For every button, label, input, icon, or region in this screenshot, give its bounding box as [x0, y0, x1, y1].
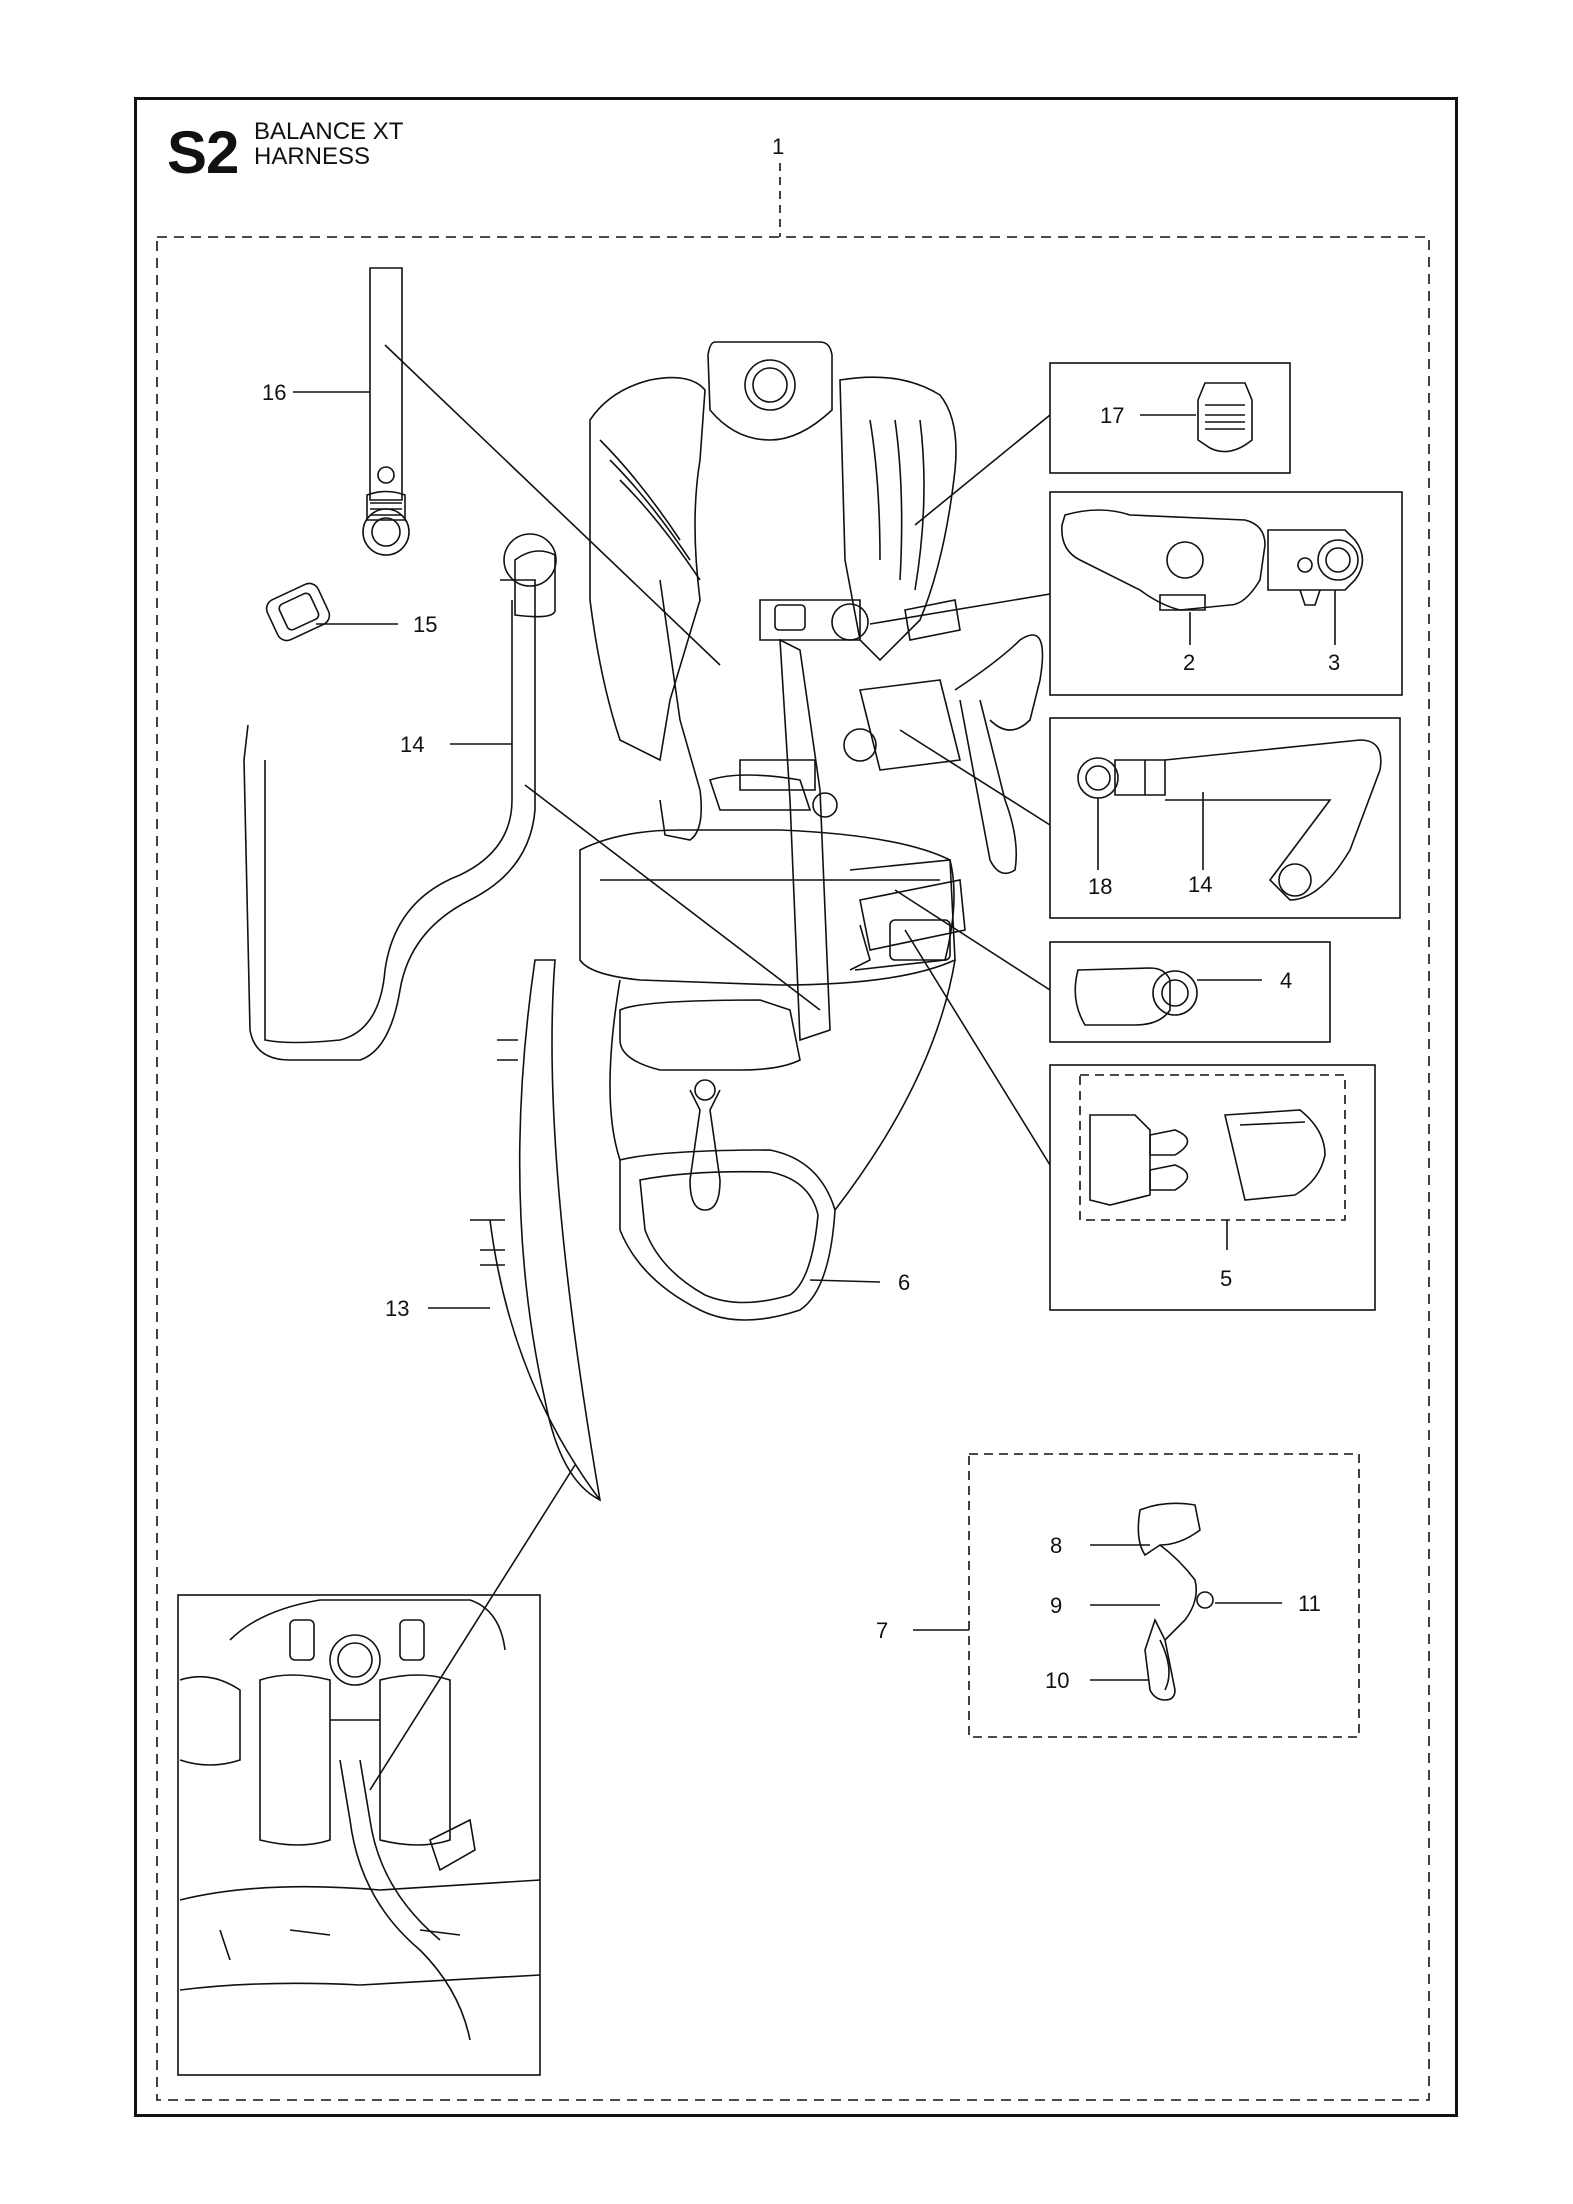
waist-belt	[849, 879, 966, 971]
assembly-boundary	[156, 236, 1430, 2101]
buckle-17	[1197, 382, 1253, 453]
callout-9: 9	[1050, 1593, 1063, 1618]
buckle-5-male	[1089, 1114, 1189, 1206]
callout-4: 4	[1280, 968, 1293, 993]
buckle-15	[265, 582, 331, 642]
callout-5: 5	[1220, 1266, 1233, 1291]
callout-6: 6	[898, 1270, 911, 1295]
drawing-frame	[134, 97, 1458, 2117]
hook-assembly	[1137, 1502, 1214, 1701]
title-line-2: HARNESS	[254, 143, 371, 170]
leader-17-diag	[914, 414, 1051, 526]
leader-14a-diag	[524, 784, 821, 1011]
leader-16-diag	[384, 344, 721, 666]
detail-box-18-14	[1049, 717, 1401, 919]
hip-strap-13	[470, 959, 602, 1502]
inner-dashed-5	[1079, 1074, 1346, 1221]
callout-14a: 14	[400, 732, 425, 757]
detail-box-2-3	[1049, 491, 1403, 696]
leader-6	[809, 1279, 881, 1283]
leader-2-3-diag	[869, 593, 1051, 625]
detail-box-17	[1049, 362, 1291, 474]
callout-2: 2	[1183, 650, 1196, 675]
leader-13-diag	[369, 1464, 576, 1791]
bracket-3	[1267, 529, 1364, 606]
buckle-5-female	[1224, 1109, 1326, 1201]
section-code: S2	[167, 119, 239, 186]
strap-14-detail	[1077, 739, 1382, 901]
kit-box-7	[968, 1453, 1360, 1738]
callout-15: 15	[413, 612, 438, 637]
callout-10: 10	[1045, 1668, 1070, 1693]
detail-box-4	[1049, 941, 1331, 1043]
inset-box	[177, 1594, 541, 2076]
callout-11: 11	[1298, 1591, 1321, 1616]
leader-5-diag	[904, 929, 1051, 1166]
leader-4-diag	[894, 889, 1051, 991]
clip-4	[1074, 967, 1198, 1026]
callout-3: 3	[1328, 650, 1341, 675]
detail-box-5	[1049, 1064, 1376, 1311]
strap-14-left	[243, 533, 557, 1061]
title-line-1: BALANCE XT	[254, 118, 404, 145]
callout-17: 17	[1100, 403, 1125, 428]
strap-16	[362, 267, 410, 556]
callout-8: 8	[1050, 1533, 1063, 1558]
callout-7: 7	[876, 1618, 889, 1643]
callout-16: 16	[262, 380, 287, 405]
chest-plate-2	[1061, 509, 1266, 611]
callout-18: 18	[1088, 874, 1113, 899]
callout-14b: 14	[1188, 872, 1213, 897]
inset-detail	[179, 1599, 541, 2041]
callout-1: 1	[772, 134, 785, 159]
leader-18-14-diag	[899, 729, 1051, 826]
harness-main-6	[579, 341, 1044, 1321]
callout-13: 13	[385, 1296, 410, 1321]
